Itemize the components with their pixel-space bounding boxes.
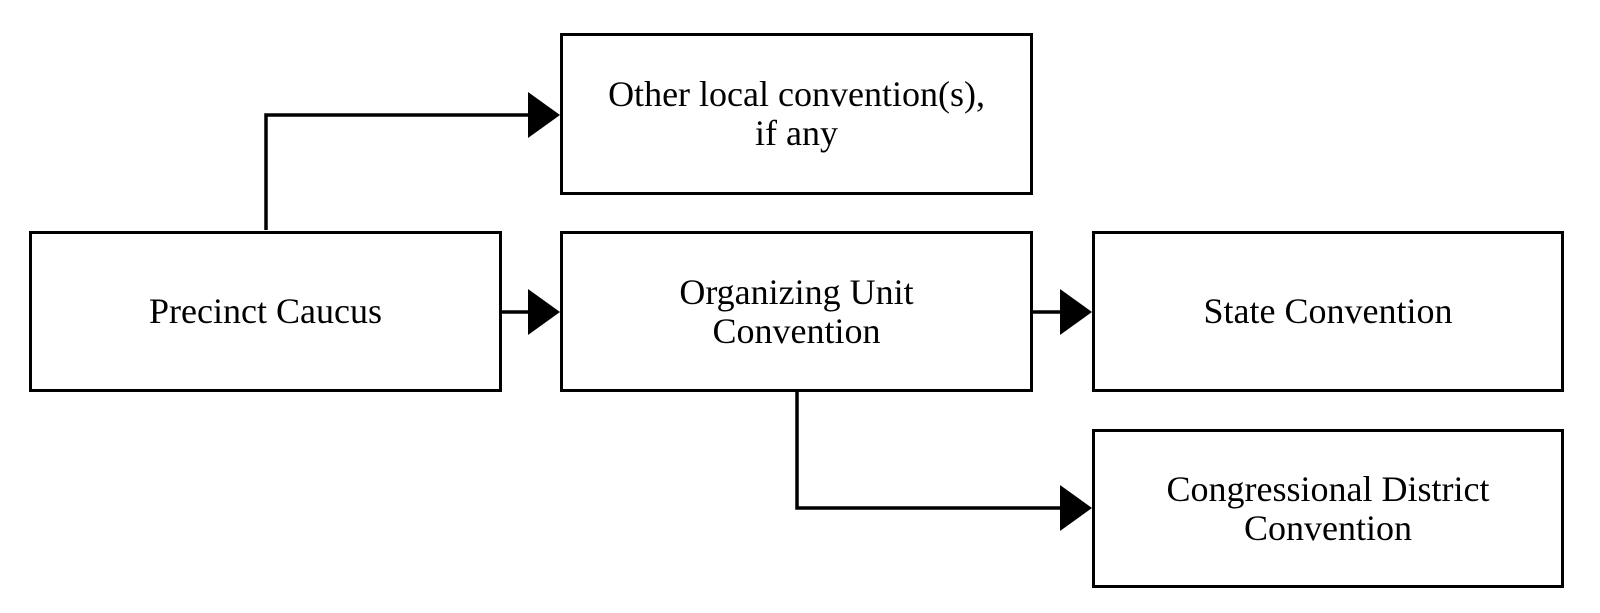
node-label-precinct-caucus: Precinct Caucus — [149, 291, 382, 332]
node-congressional-district-convention: Congressional District Convention — [1092, 429, 1564, 588]
node-other-local-conventions: Other local convention(s), if any — [560, 33, 1033, 195]
node-label-other-local-conventions: Other local convention(s), if any — [608, 74, 985, 153]
node-organizing-unit-convention: Organizing Unit Convention — [560, 231, 1033, 392]
arrowhead-icon — [528, 92, 560, 138]
arrowhead-icon — [528, 289, 560, 335]
node-state-convention: State Convention — [1092, 231, 1564, 392]
connector-organizing-unit-to-congressional-district — [795, 391, 1063, 510]
arrowhead-icon — [1060, 485, 1092, 531]
node-precinct-caucus: Precinct Caucus — [29, 231, 502, 392]
node-label-congressional-district-convention: Congressional District Convention — [1166, 468, 1490, 548]
arrowhead-icon — [1060, 289, 1092, 335]
node-label-state-convention: State Convention — [1203, 291, 1453, 332]
node-label-organizing-unit-convention: Organizing Unit Convention — [679, 271, 914, 351]
connector-precinct-to-other-local — [264, 113, 531, 230]
